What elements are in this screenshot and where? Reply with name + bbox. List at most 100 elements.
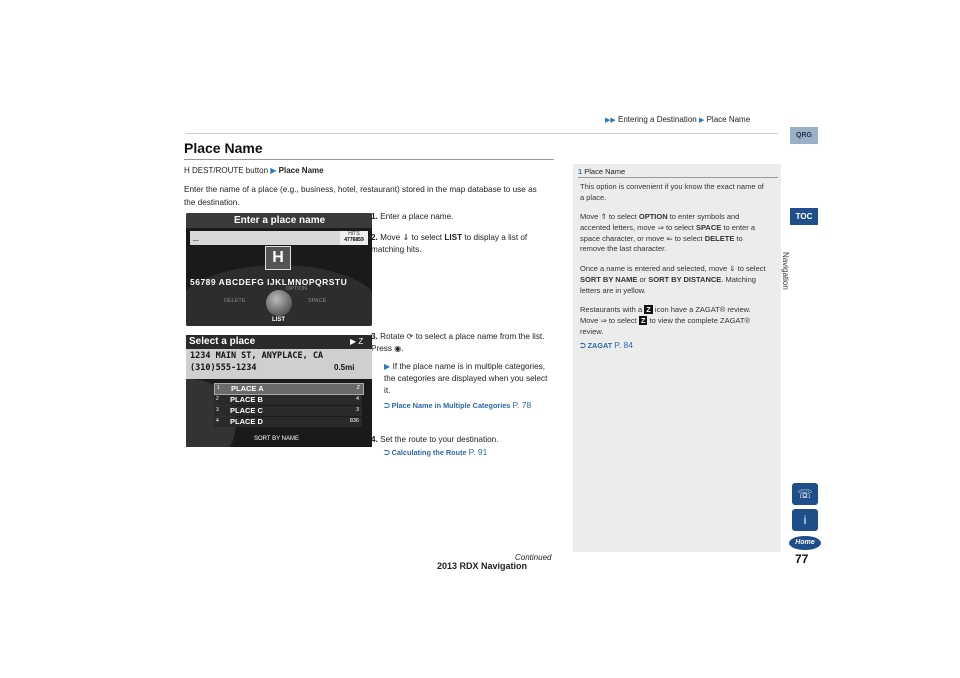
sidebar-heading: 1 Place Name — [578, 167, 625, 176]
row-name: PLACE A — [231, 384, 264, 393]
play-icon: ▶ — [350, 337, 357, 346]
step-text: to select a place name from the list. Pr… — [371, 332, 545, 353]
delete-label: DELETE — [224, 298, 246, 304]
reference-icon: ⮊ — [384, 401, 390, 410]
menu-path: H DEST/ROUTE button ▶ Place Name — [184, 166, 324, 175]
dial-knob[interactable] — [266, 290, 292, 316]
letters-row[interactable]: 56789 ABCDEFG IJKLMNOPQRSTU — [190, 277, 348, 287]
sidebar-paragraph-2: Move ⇑ to select OPTION to enter symbols… — [580, 212, 756, 254]
sidebar-paragraph-3: Once a name is entered and selected, mov… — [580, 264, 766, 295]
list-item[interactable]: 4 PLACE D 836 — [214, 417, 362, 427]
sidebar-rule — [578, 177, 778, 178]
selected-letter: H — [272, 249, 284, 266]
row-index: 1 — [217, 385, 220, 391]
row-index: 2 — [216, 396, 219, 402]
book-title: 2013 RDX Navigation — [437, 561, 528, 571]
step-text: to select — [411, 233, 443, 242]
row-name: PLACE C — [230, 406, 263, 415]
reference-icon: ⮊ — [384, 448, 390, 457]
page-title: Place Name — [184, 140, 263, 156]
menu-path-button: DEST/ROUTE button — [192, 166, 269, 175]
breadcrumb-current: Place Name — [706, 115, 751, 124]
list-item[interactable]: 3 PLACE C 3 — [214, 406, 362, 416]
step-number: 3. — [371, 332, 378, 341]
row-value: 3 — [355, 407, 359, 413]
row-value: 836 — [349, 418, 359, 424]
step-number: 4. — [371, 435, 378, 444]
selected-letter-key[interactable]: H — [265, 246, 291, 270]
screen-enter-place-name: Enter a place name _ HITS 4776859 H 5678… — [186, 213, 372, 326]
zagat-badge: ▶ Z — [350, 337, 363, 346]
continued-label: Continued — [515, 553, 552, 562]
rotate-knob-icon: ⟳ — [406, 332, 414, 341]
screen-title: Enter a place name — [234, 215, 326, 226]
home-button[interactable]: Home — [789, 536, 821, 550]
sidebar-heading-text: Place Name — [584, 167, 626, 176]
voice-command-icon[interactable]: ☏ — [792, 483, 818, 505]
screen-title: Select a place — [189, 336, 256, 347]
zagat-label: Z — [358, 337, 364, 346]
screen-select-place: Select a place ▶ Z 1234 MAIN ST, ANYPLAC… — [186, 335, 372, 447]
row-name: PLACE B — [230, 395, 263, 404]
breadcrumb: ▶▶ Entering a Destination ▶ Place Name — [605, 115, 750, 124]
list-label: LIST — [272, 317, 285, 323]
link-page[interactable]: P. 91 — [468, 447, 488, 457]
joystick-down-icon: ⇓ — [729, 264, 736, 273]
zagat-icon: Z — [638, 315, 648, 325]
step-2: 2. Move ⇓ to select LIST to display a li… — [371, 232, 551, 256]
distance: 0.5mi — [334, 363, 355, 372]
step-4: 4. Set the route to your destination. — [371, 434, 551, 446]
step-1: 1. Enter a place name. — [371, 211, 531, 223]
row-index: 4 — [216, 418, 219, 424]
link-text[interactable]: ZAGAT — [587, 341, 613, 350]
intro-paragraph: Enter the name of a place (e.g., busines… — [184, 185, 537, 207]
sidebar-panel — [573, 164, 781, 552]
step-text: to display a list of matching hits. — [371, 233, 528, 254]
step-text: Rotate — [380, 332, 405, 341]
link-page[interactable]: P. 78 — [512, 400, 532, 410]
breadcrumb-link-entering-destination[interactable]: Entering a Destination — [618, 115, 697, 124]
navigation-section-label: Navigation — [781, 252, 790, 290]
path-arrow-icon: ▶ — [270, 166, 277, 175]
list-item[interactable]: 2 PLACE B 4 — [214, 395, 362, 405]
joystick-up-icon: ⇑ — [600, 212, 607, 221]
info-icon[interactable]: i — [792, 509, 818, 531]
joystick-right-icon: ⇒ — [657, 222, 664, 232]
sort-by-name-label[interactable]: SORT BY NAME — [254, 436, 300, 442]
list-item[interactable]: 1 PLACE A Z — [214, 383, 364, 395]
link-page[interactable]: P. 84 — [614, 340, 633, 350]
reference-icon: ⮊ — [580, 341, 586, 350]
qrg-tab[interactable]: QRG — [790, 127, 818, 144]
step-number: 1. — [371, 212, 378, 221]
sub-bullet: ▶ If the place name is in multiple categ… — [384, 361, 549, 397]
header-rule — [186, 133, 778, 134]
menu-path-target: Place Name — [278, 166, 324, 175]
step-text: Enter a place name. — [380, 212, 454, 221]
link-calculating-route[interactable]: ⮊ Calculating the Route P. 91 — [384, 447, 487, 458]
sub-bullet-text: If the place name is in multiple categor… — [384, 362, 548, 395]
hits-value: 4776859 — [344, 237, 364, 243]
step-text: . — [401, 344, 404, 353]
sidebar-paragraph-1: This option is convenient if you know th… — [580, 182, 764, 202]
step-text: Set the route to your destination. — [380, 435, 499, 444]
space-label: SPACE — [308, 298, 327, 304]
step-keyword: LIST — [444, 233, 463, 242]
zagat-icon: Z — [644, 305, 653, 314]
link-zagat[interactable]: ⮊ ZAGAT P. 84 — [580, 340, 633, 351]
toc-tab[interactable]: TOC — [790, 208, 818, 225]
name-input[interactable]: _ HITS 4776859 — [190, 231, 368, 245]
page-number: 77 — [795, 552, 809, 566]
step-3: 3. Rotate ⟳ to select a place name from … — [371, 331, 551, 355]
link-text[interactable]: Calculating the Route — [391, 448, 467, 457]
joystick-down-icon: ⇓ — [402, 233, 410, 242]
link-multiple-categories[interactable]: ⮊ Place Name in Multiple Categories P. 7… — [384, 399, 544, 412]
hits-label: HITS — [348, 231, 360, 237]
title-rule — [184, 159, 554, 160]
address-line-2: (310)555-1234 — [190, 363, 257, 373]
note-marker-icon: 1 — [578, 167, 583, 176]
bullet-arrow-icon: ▶ — [384, 362, 391, 371]
breadcrumb-arrow-icon: ▶▶ — [605, 117, 616, 124]
link-text[interactable]: Place Name in Multiple Categories — [391, 401, 511, 410]
input-value: _ — [193, 231, 199, 242]
step-text: Move — [380, 233, 401, 242]
